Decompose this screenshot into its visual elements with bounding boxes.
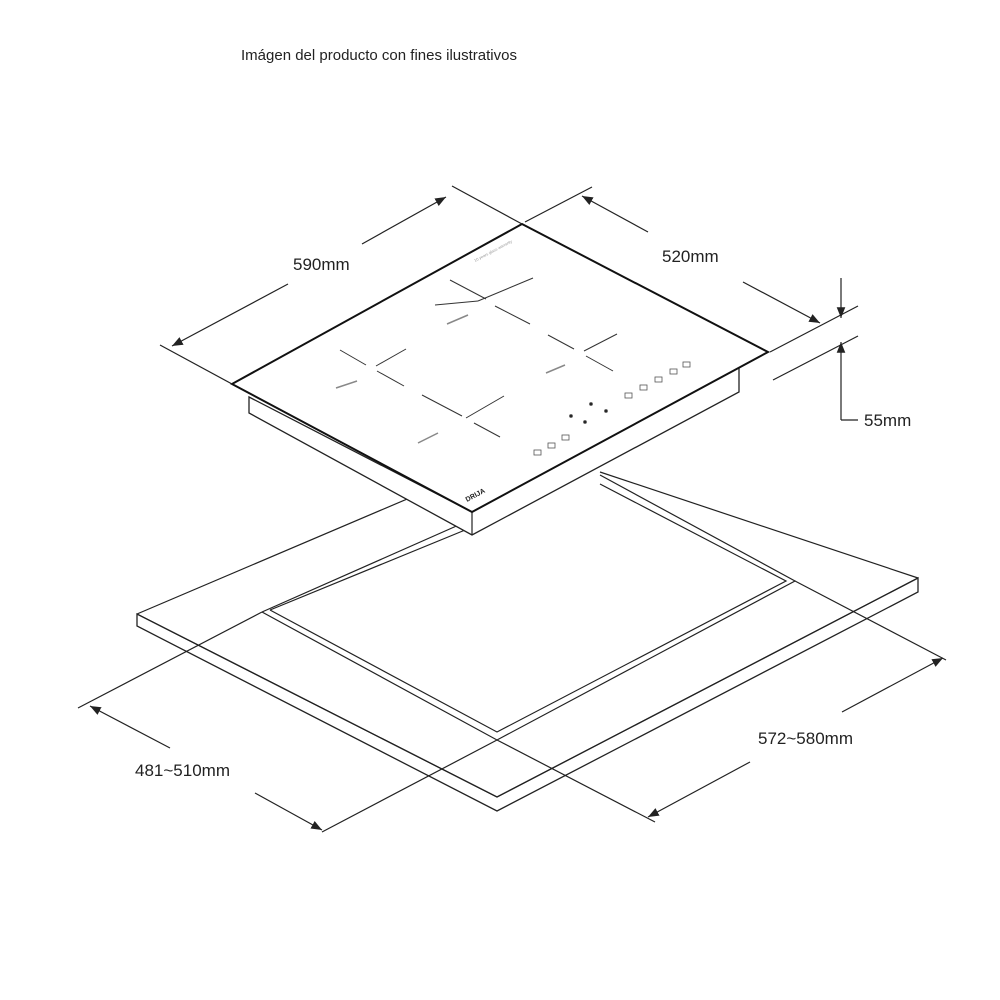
cooking-zones: [339, 277, 618, 438]
caption: Imágen del producto con fines ilustrativ…: [241, 47, 517, 64]
depth-label: 520mm: [662, 247, 719, 266]
cutout-depth-label: 481~510mm: [135, 761, 230, 780]
dimension-width: 590mm: [159, 185, 523, 385]
countertop: [136, 467, 919, 812]
width-label: 590mm: [293, 255, 350, 274]
cutout: [261, 474, 797, 741]
height-label: 55mm: [864, 411, 911, 430]
touch-controls: [533, 361, 691, 456]
dimension-cutout-depth: 481~510mm: [77, 611, 498, 833]
dimension-height: 55mm: [772, 278, 911, 430]
cutout-width-label: 572~580mm: [758, 729, 853, 748]
dimension-cutout-width: 572~580mm: [496, 580, 947, 823]
zone-labels: [335, 314, 566, 444]
